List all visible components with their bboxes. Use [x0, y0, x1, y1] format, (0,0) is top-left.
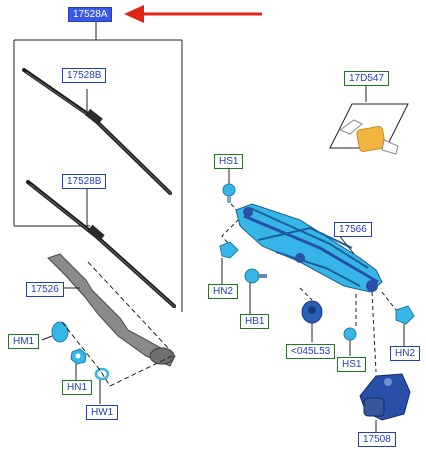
callout-HN2-left[interactable]: HN2 — [208, 284, 239, 299]
wiper-linkage-icon — [235, 203, 383, 293]
callout-HB1[interactable]: HB1 — [240, 314, 270, 329]
callout-17528B-upper[interactable]: 17528B — [62, 68, 107, 83]
callout-045L53[interactable]: <045L53 — [286, 344, 336, 359]
callout-HS1-bottom[interactable]: HS1 — [337, 357, 367, 372]
wiper-blade-lower-icon — [26, 180, 177, 309]
screw-hs1-top-icon — [222, 166, 236, 203]
pump-bracket-box — [329, 84, 409, 155]
callout-17528B-lower[interactable]: 17528B — [62, 174, 107, 189]
screw-hs1-bottom-icon — [343, 327, 357, 356]
nut-hn2-right-icon — [395, 305, 415, 346]
callout-HS1-top[interactable]: HS1 — [214, 154, 244, 169]
nut-hn1-icon — [70, 348, 87, 380]
callout-HW1[interactable]: HW1 — [86, 405, 119, 420]
callout-17D547[interactable]: 17D547 — [344, 71, 390, 86]
grommet-icon — [301, 300, 323, 342]
callout-17508[interactable]: 17508 — [358, 432, 396, 447]
wiper-motor-icon — [359, 373, 411, 432]
blade-set-frame — [13, 22, 183, 312]
callout-HN2-right[interactable]: HN2 — [390, 346, 421, 361]
bolt-hb1-icon — [244, 268, 267, 314]
callout-17526[interactable]: 17526 — [26, 282, 64, 297]
wiper-arm-icon — [47, 253, 176, 367]
nut-hn2-left-icon — [219, 241, 239, 284]
callout-HM1[interactable]: HM1 — [8, 334, 40, 349]
callout-17528A[interactable]: 17528A — [68, 7, 113, 22]
cap-hm1-icon — [41, 321, 69, 343]
washer-hw1-icon — [94, 367, 110, 404]
callout-HN1[interactable]: HN1 — [62, 380, 93, 395]
wiper-blade-upper-icon — [22, 68, 173, 196]
callout-17566[interactable]: 17566 — [334, 222, 372, 237]
callout-connectors — [40, 283, 237, 291]
red-arrow-icon — [124, 5, 262, 23]
